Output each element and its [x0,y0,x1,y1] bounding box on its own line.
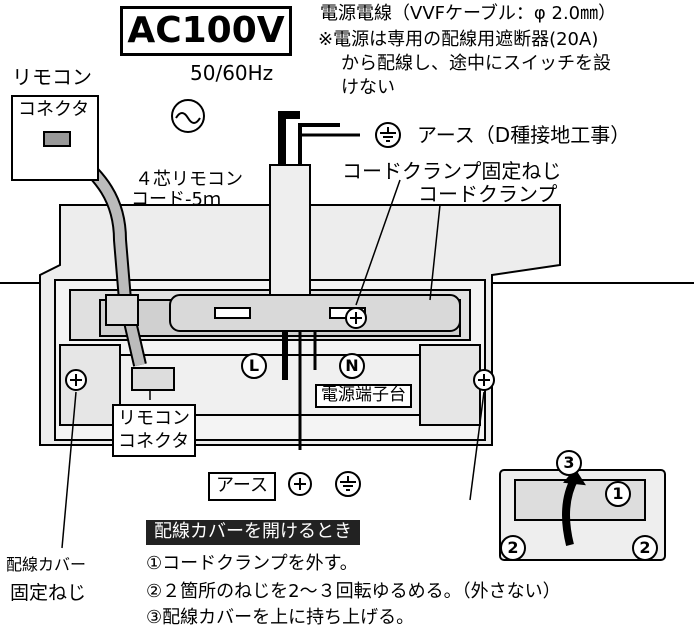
terminal-n-marker: N [339,353,365,379]
clamp-screw-label: コードクランプ固定ねじ [342,159,562,183]
ac-voltage-label: AC100V [120,6,292,56]
frequency-label: 50/60Hz [190,61,274,85]
remote-connector-label-1: リモコン [118,408,190,429]
leader-lines [61,179,485,549]
remote-connector-label: リモコン コネクタ [112,404,196,457]
remote-connector-label-2: コネクタ [118,430,190,452]
earth-d-label: アース（D種接地工事） [417,123,631,147]
cover-screw-label-2: 固定ねじ [10,582,87,604]
terminal-l-marker: L [241,353,267,379]
power-cable [269,111,360,450]
cover-screw-right [473,369,495,391]
earth-symbol-top [375,122,401,148]
step-1: ①コードクランプを外す。 [146,553,358,574]
note-line-2: から配線し、途中にスイッチを設 [341,53,611,74]
cover-screw-left [65,369,87,391]
inset-marker-1: 1 [605,481,631,507]
remote-cord-label-1: ４芯リモコン [135,169,243,190]
note-line-3: けない [341,77,395,98]
cover-open-title: 配線カバーを開けるとき [146,520,360,545]
clamp-screw [345,307,367,329]
remote-label: リモコン [12,65,92,89]
note-line-1: ※電源は専用の配線用遮断器(20A) [318,29,599,50]
earth-label: アース [208,472,277,501]
inset-marker-2-right: 2 [632,535,658,561]
cord-clamp [169,294,461,332]
inset-marker-3: 3 [556,450,582,476]
power-line-label: 電源電線（VVFケーブル：φ 2.0㎜） [320,3,617,24]
cover-screw-label-1: 配線カバー [6,555,87,574]
step-3: ③配線カバーを上に持ち上げる。 [146,607,415,628]
inset-marker-2-left: 2 [500,535,526,561]
remote-cord-label-2: コード-5ｍ [131,189,221,210]
step-2: ②２箇所のねじを2～３回転ゆるめる。（外さない） [146,581,561,602]
connector-label: コネクタ [18,99,90,120]
earth-symbol-bottom [288,471,361,497]
remote-connector [11,95,175,391]
ac-symbol [171,99,205,133]
terminal-block-label: 電源端子台 [315,384,412,408]
clamp-label: コードクランプ [418,182,558,206]
